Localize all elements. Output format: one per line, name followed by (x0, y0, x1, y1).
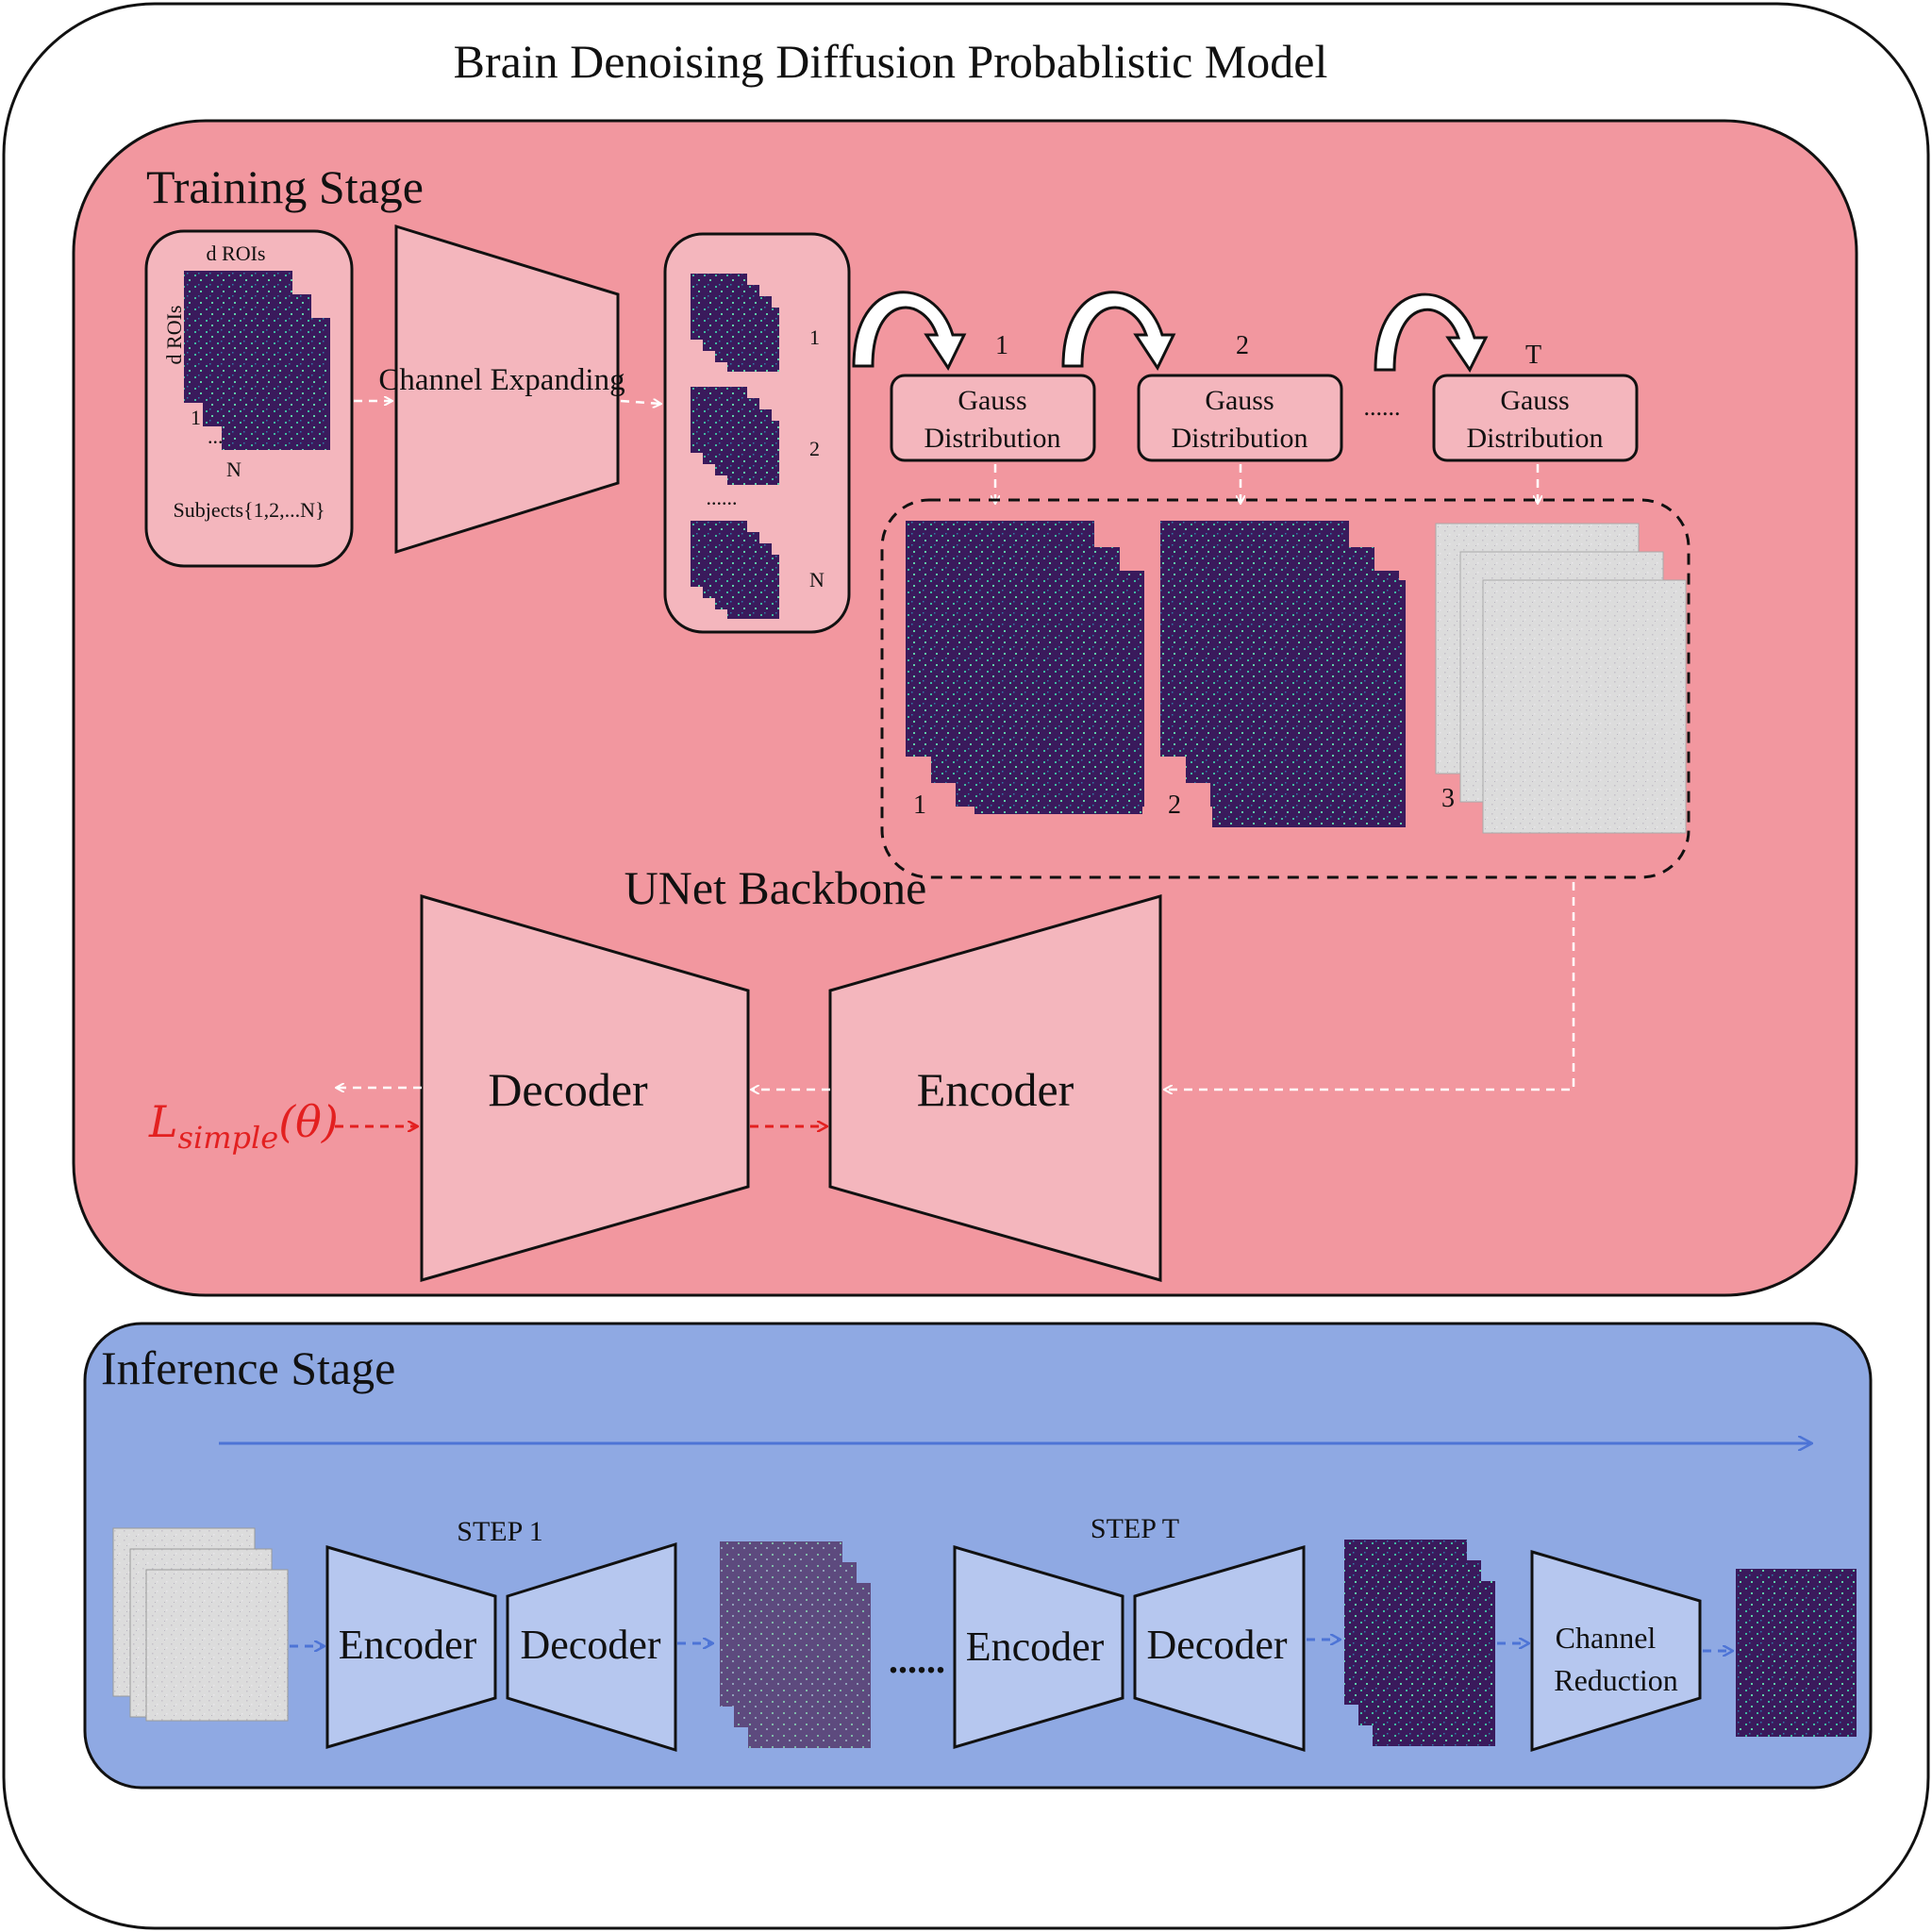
expanded-stack-1 (691, 274, 779, 372)
unet-backbone-label: UNet Backbone (625, 861, 927, 914)
encoder-label: Encoder (917, 1063, 1074, 1116)
noisy-label-1: 1 (913, 791, 926, 820)
noisy-stack-2 (1160, 521, 1406, 827)
input-index-dots: ... (208, 425, 224, 448)
diagram-title: Brain Denoising Diffusion Probablistic M… (454, 35, 1328, 88)
stept-encoder-block (953, 1544, 1124, 1750)
loss-subscript: simple (178, 1120, 279, 1156)
gauss-box-t (1432, 374, 1639, 462)
channel-reduction-block (1530, 1549, 1702, 1753)
step1-output-stack (720, 1541, 871, 1748)
channel-expanding-block (394, 224, 620, 555)
decoder-label: Decoder (488, 1063, 648, 1116)
inference-ellipsis: ...... (889, 1639, 945, 1681)
gauss-box-2 (1137, 374, 1343, 462)
step1-encoder-block (325, 1544, 497, 1750)
gauss-ellipsis: ...... (1364, 393, 1401, 421)
input-top-label: d ROIs (207, 242, 266, 265)
noisy-samples-group (880, 498, 1690, 879)
gauss-box-1 (890, 374, 1096, 462)
stept-decoder-label: Decoder (1146, 1622, 1287, 1668)
stept-decoder-block (1133, 1545, 1306, 1753)
inference-stage-label: Inference Stage (101, 1341, 395, 1394)
expanded-label-dots: ...... (707, 486, 738, 509)
input-matrix-stack (184, 271, 330, 450)
noisy-label-2: 2 (1168, 791, 1181, 820)
input-index-last: N (226, 458, 242, 481)
curve-arrow-t (1374, 292, 1489, 373)
stept-encoder-label: Encoder (966, 1624, 1105, 1670)
gauss-box-t-line1: Gauss (1500, 385, 1569, 416)
stept-label: STEP T (1091, 1513, 1179, 1544)
channel-reduction-line1: Channel (1556, 1621, 1657, 1655)
expanded-stack-n (691, 521, 779, 619)
curve-arrow-2 (1061, 291, 1176, 372)
inference-noise-stack (112, 1527, 289, 1722)
step-index-t: T (1525, 341, 1541, 370)
loss-label: Lsimple(θ) (148, 1096, 339, 1156)
expanded-label-2: 2 (809, 437, 820, 460)
arrow-expand-to-channels (620, 401, 660, 404)
encoder-block (828, 894, 1162, 1282)
gauss-box-1-line2: Distribution (924, 423, 1060, 454)
stept-output-stack (1344, 1540, 1495, 1746)
gauss-box-1-line1: Gauss (958, 385, 1026, 416)
noisy-label-3: 3 (1441, 784, 1455, 813)
input-side-label: d ROIs (162, 306, 186, 365)
input-index-first: 1 (191, 406, 201, 429)
noisy-stack-1 (906, 521, 1144, 814)
step-index-2: 2 (1236, 331, 1249, 360)
subjects-label: Subjects{1,2,...N} (173, 498, 325, 522)
step1-decoder-label: Decoder (520, 1622, 660, 1668)
expanded-label-n: N (809, 568, 824, 591)
expanded-label-1: 1 (809, 325, 820, 349)
gauss-box-2-line1: Gauss (1205, 385, 1274, 416)
step1-label: STEP 1 (457, 1516, 542, 1547)
noisy-stack-3 (1435, 523, 1687, 834)
training-stage-label: Training Stage (146, 160, 424, 213)
loss-symbol: L (148, 1096, 178, 1147)
step-index-1: 1 (995, 331, 1008, 360)
gauss-box-2-line2: Distribution (1171, 423, 1307, 454)
gauss-box-t-line2: Distribution (1466, 423, 1603, 454)
final-output-matrix (1736, 1569, 1857, 1737)
curve-arrow-1 (852, 291, 967, 372)
expanded-stack-2 (691, 387, 779, 485)
decoder-block (420, 894, 750, 1282)
channel-expanding-label: Channel Expanding (378, 363, 625, 397)
step1-encoder-label: Encoder (339, 1622, 477, 1668)
loss-argument: (θ) (278, 1096, 339, 1147)
step1-decoder-block (506, 1541, 677, 1753)
channel-reduction-line2: Reduction (1554, 1663, 1678, 1697)
